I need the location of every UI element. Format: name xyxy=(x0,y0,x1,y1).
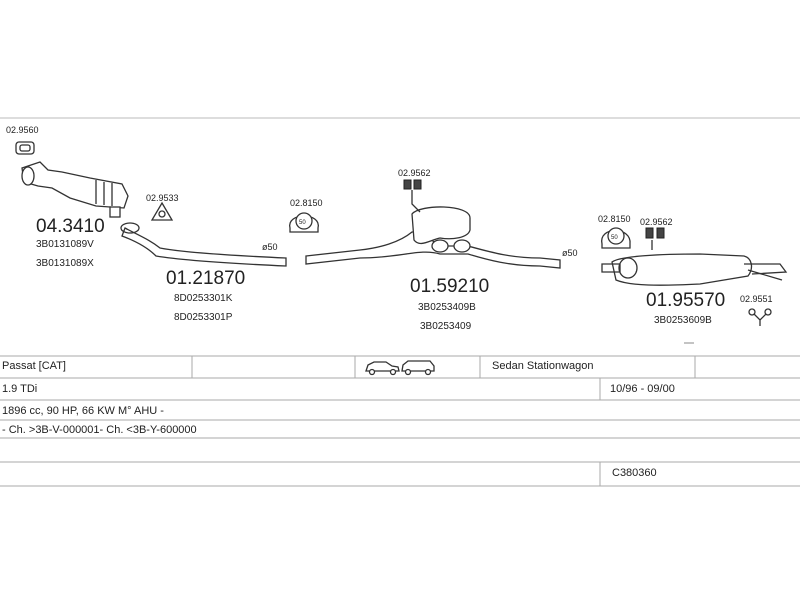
front-pipe-part[interactable] xyxy=(121,227,287,267)
clamp-ring-icon xyxy=(15,141,35,155)
rear-silencer-part[interactable] xyxy=(601,253,788,286)
front-pipe-diameter: ø50 xyxy=(262,242,278,252)
hanger-3-label: 02.9551 xyxy=(740,294,773,304)
rear-silencer-ref-1: 3B0253609B xyxy=(654,315,712,326)
clamp-2-label: 02.9533 xyxy=(146,193,179,203)
hanger-1-label: 02.9562 xyxy=(398,168,431,178)
hanger-icon-rear xyxy=(645,227,665,250)
middle-pipe-part[interactable] xyxy=(305,231,561,269)
vehicle-years: 10/96 - 09/00 xyxy=(610,383,675,395)
clamp-icon: 50 xyxy=(289,212,319,233)
svg-text:50: 50 xyxy=(299,220,306,226)
middle-pipe-diameter: ø50 xyxy=(562,248,578,258)
hanger-2-label: 02.9562 xyxy=(640,217,673,227)
middle-silencer-ref-1: 3B0253409B xyxy=(418,302,476,313)
diagram-code: C380360 xyxy=(612,467,657,479)
svg-text:50: 50 xyxy=(611,235,618,241)
clamp-4-label: 02.8150 xyxy=(598,214,631,224)
vehicle-specs: 1896 cc, 90 HP, 66 KW M° AHU - xyxy=(2,405,164,417)
catalyst-part[interactable] xyxy=(21,161,129,209)
middle-silencer-ref-2: 3B0253409 xyxy=(420,321,472,332)
clamp-icon-rear: 50 xyxy=(601,227,631,249)
vehicle-chassis: - Ch. >3B-V-000001- Ch. <3B-Y-600000 xyxy=(2,424,197,436)
front-pipe-code: 01.21870 xyxy=(166,268,245,289)
vehicle-model: Passat [CAT] xyxy=(2,360,66,372)
catalyst-ref-1: 3B0131089V xyxy=(36,239,94,250)
hanger-icon xyxy=(403,179,422,213)
middle-silencer-code: 01.59210 xyxy=(410,276,489,297)
vehicle-engine: 1.9 TDi xyxy=(2,383,38,395)
catalyst-ref-2: 3B0131089X xyxy=(36,258,94,269)
rear-silencer-code: 01.95570 xyxy=(646,290,725,311)
front-pipe-ref-1: 8D0253301K xyxy=(174,293,233,304)
catalyst-code: 04.3410 xyxy=(36,216,105,237)
clamp-3-label: 02.8150 xyxy=(290,198,323,208)
bracket-icon xyxy=(748,308,772,326)
front-pipe-ref-2: 8D0253301P xyxy=(174,312,233,323)
stationwagon-car-icon xyxy=(401,360,435,376)
gasket-icon xyxy=(109,206,140,234)
clamp-1-label: 02.9560 xyxy=(6,125,39,135)
info-table-grid xyxy=(0,355,800,487)
triangle-gasket-icon xyxy=(150,201,174,221)
vehicle-body-types: Sedan Stationwagon xyxy=(492,360,594,372)
middle-silencer-part[interactable] xyxy=(411,206,471,253)
sedan-car-icon xyxy=(365,361,400,376)
